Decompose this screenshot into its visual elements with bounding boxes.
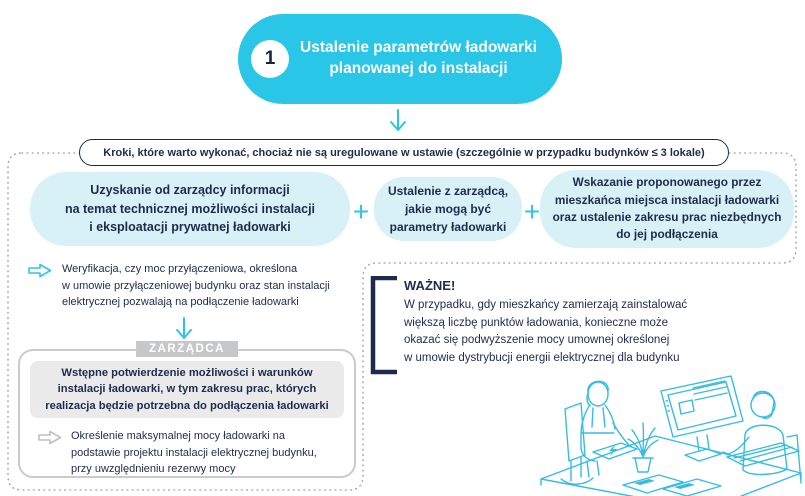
manager-bullet: Określenie maksymalnej mocy ładowarki na… xyxy=(38,428,343,478)
pill-charger-parameters: Ustalenie z zarządcą, jakie mogą być par… xyxy=(374,177,522,241)
step-title: Ustalenie parametrów ładowarki planowane… xyxy=(300,39,537,77)
banner: Kroki, które warto wykonać, chociaż nie … xyxy=(79,139,729,166)
plus-icon: + xyxy=(523,196,541,227)
manager-bullet-text: Określenie maksymalnej mocy ładowarki na… xyxy=(71,430,317,475)
important-note-title: WAŻNE! xyxy=(404,278,456,293)
down-arrow-icon xyxy=(176,317,192,339)
pill-manager-info: Uzyskanie od zarządcy informacji na tema… xyxy=(30,172,350,246)
down-arrow-icon xyxy=(390,109,406,131)
manager-summary: Wstępne potwierdzenie możliwości i warun… xyxy=(30,361,344,418)
step-bubble: 1 Ustalenie parametrów ładowarki planowa… xyxy=(238,14,562,104)
manager-badge: ZARZĄDCA xyxy=(136,341,238,357)
note-bracket xyxy=(370,276,397,375)
verification-bullet: Weryfikacja, czy moc przyłączeniowa, okr… xyxy=(28,261,360,311)
important-note-text: W przypadku, gdy mieszkańcy zamierzają z… xyxy=(404,299,688,364)
right-arrow-outline-icon xyxy=(28,263,52,283)
two-people-at-desk-illustration xyxy=(540,375,802,496)
verification-bullet-text: Weryfikacja, czy moc przyłączeniowa, okr… xyxy=(62,263,330,308)
plus-icon: + xyxy=(352,196,370,227)
step-number-circle: 1 xyxy=(251,40,289,78)
pill-installation-place: Wskazanie proponowanego przez mieszkańca… xyxy=(540,170,794,248)
manager-box: ZARZĄDCA Wstępne potwierdzenie możliwośc… xyxy=(18,341,356,478)
right-arrow-outline-icon xyxy=(38,430,62,478)
